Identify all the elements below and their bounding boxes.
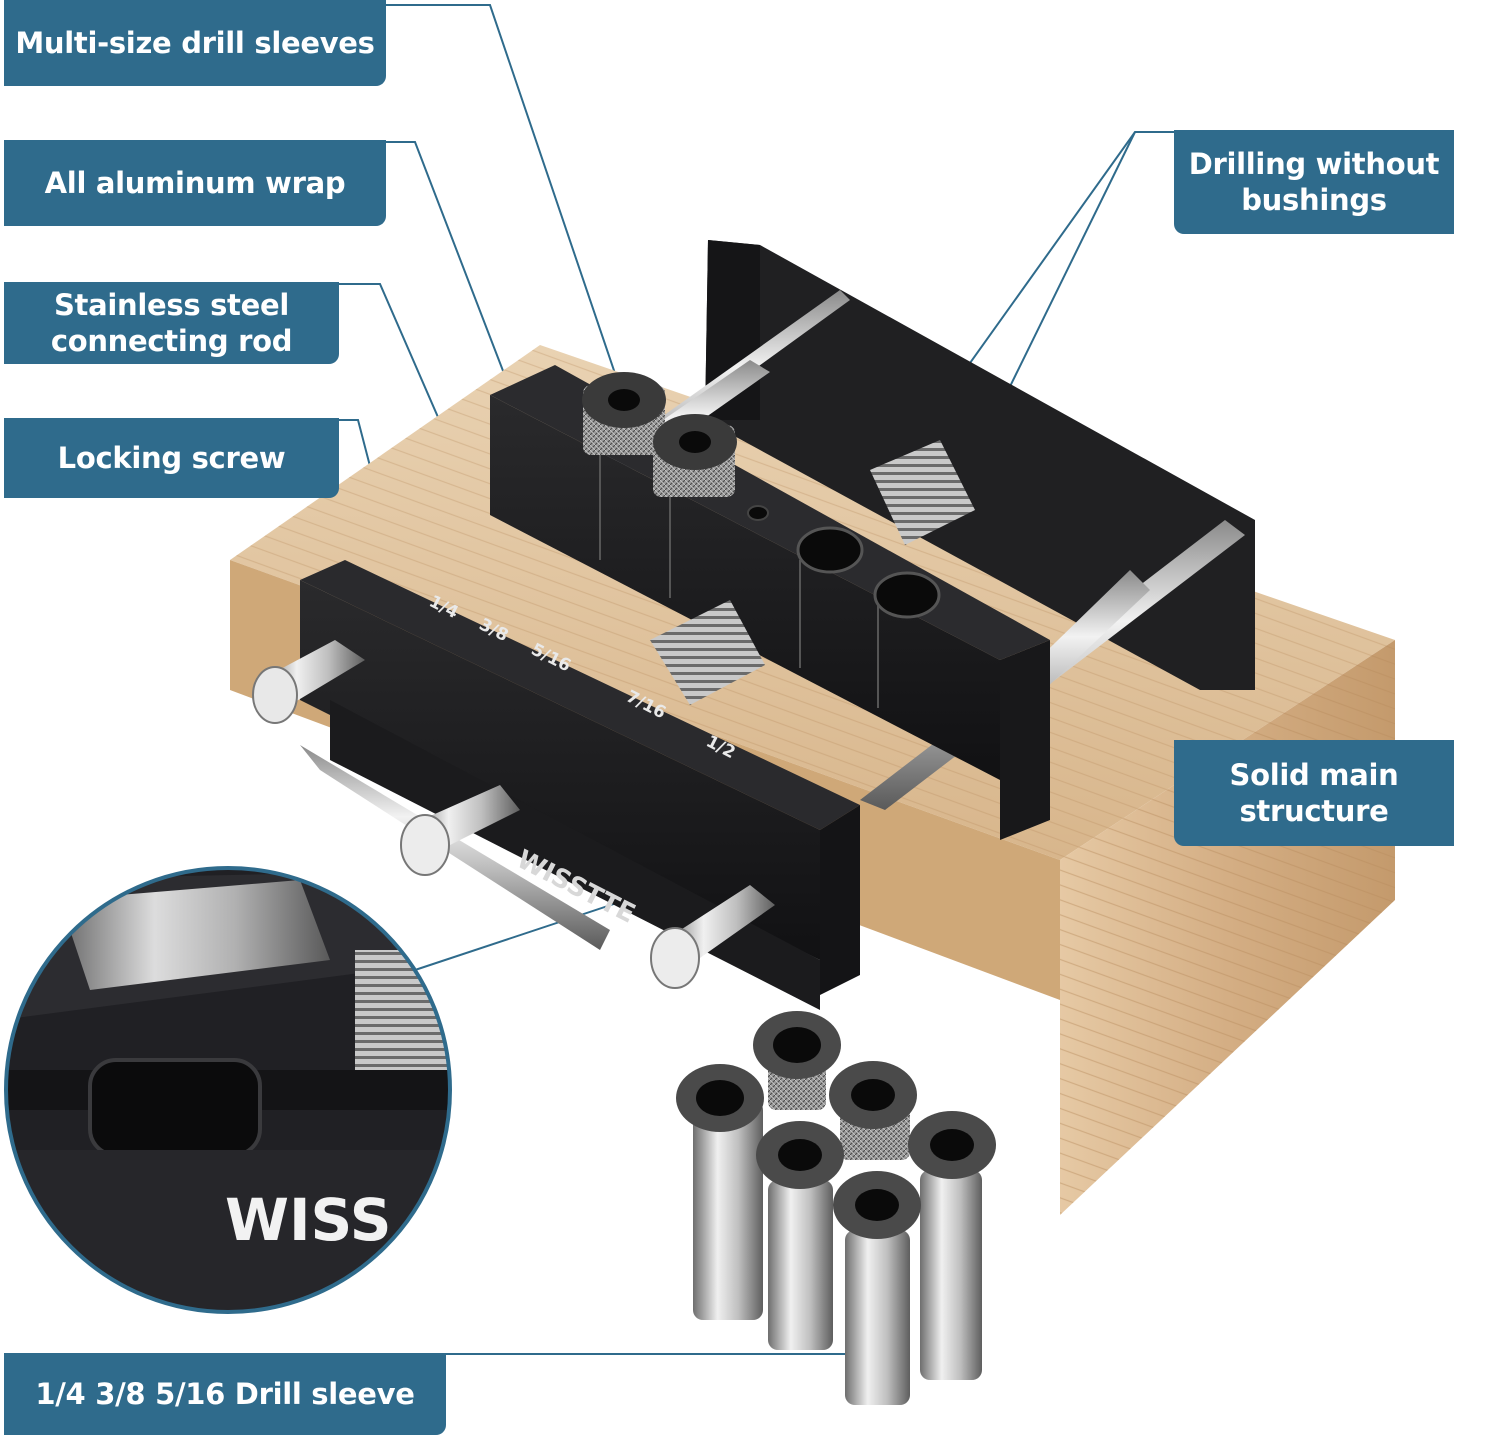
bushing-holes bbox=[747, 505, 941, 619]
jig-sleeves bbox=[582, 372, 737, 497]
leader-lines bbox=[338, 4, 1175, 1355]
callout-locking-screw: Locking screw bbox=[4, 418, 339, 498]
brand-logo-zoom: WISS bbox=[225, 1186, 392, 1254]
callout-multi-size-sleeves: Multi-size drill sleeves bbox=[4, 0, 386, 86]
callout-drilling-without-bushings: Drilling without bushings bbox=[1174, 130, 1454, 234]
callout-drill-sleeve-sizes: 1/4 3/8 5/16 Drill sleeve bbox=[4, 1353, 446, 1435]
callout-aluminum-wrap: All aluminum wrap bbox=[4, 140, 386, 226]
callout-connecting-rod: Stainless steel connecting rod bbox=[4, 282, 339, 364]
front-rod-ends bbox=[252, 640, 775, 989]
loose-sleeves bbox=[676, 1011, 996, 1405]
zoom-inset: WISS bbox=[4, 866, 452, 1314]
callout-solid-main-structure: Solid main structure bbox=[1174, 740, 1454, 846]
